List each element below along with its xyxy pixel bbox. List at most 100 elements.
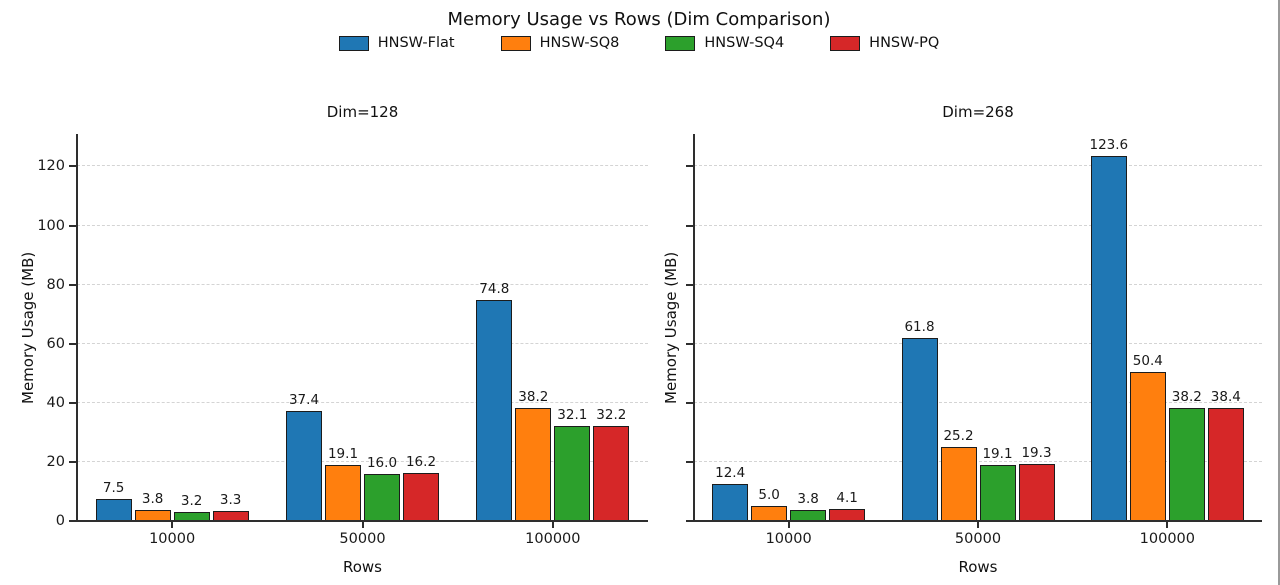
y-tick-mark — [69, 460, 76, 463]
bar-hnsw-pq-100000 — [593, 425, 630, 521]
y-tick-label: 0 — [55, 513, 65, 529]
bar-hnsw-sq8-100000 — [1129, 372, 1166, 521]
x-tick-mark — [787, 521, 790, 528]
y-tick-label: 80 — [46, 276, 65, 293]
legend-label: HNSW-SQ4 — [704, 35, 785, 51]
bar-value-label: 3.8 — [797, 490, 819, 507]
y-tick-mark — [69, 224, 76, 227]
x-tick-label: 100000 — [525, 531, 581, 547]
bar-value-label: 7.5 — [102, 479, 125, 496]
y-tick-label: 40 — [46, 394, 65, 411]
bar-value-label: 25.2 — [943, 427, 974, 444]
gridline-y40 — [694, 401, 1262, 403]
bar-value-label: 74.8 — [479, 281, 510, 298]
x-tick-mark — [551, 521, 554, 528]
x-tick-mark — [977, 521, 979, 528]
bar-hnsw-sq8-100000 — [515, 408, 552, 521]
bar-value-label: 4.1 — [836, 489, 858, 506]
gridline-y20 — [694, 460, 1262, 462]
y-axis-spine — [693, 134, 695, 522]
bar-value-label: 32.1 — [557, 407, 588, 424]
bar-hnsw-sq4-50000 — [979, 464, 1016, 521]
legend-item: HNSW-SQ8 — [500, 35, 620, 51]
y-tick-label: 100 — [37, 217, 65, 234]
x-axis-spine — [76, 520, 648, 522]
bar-hnsw-flat-50000 — [901, 338, 938, 521]
subplot-title: Dim=268 — [942, 103, 1014, 121]
subplot-dim128: 0 20 40 60 80 100 120 10000 7.5 3.8 3.2 3.3 50000 37.… — [19, 103, 648, 576]
bar-hnsw-sq8-10000 — [751, 506, 788, 521]
y-tick-mark — [686, 401, 693, 404]
legend-item: HNSW-SQ4 — [665, 35, 784, 51]
legend-label: HNSW-SQ8 — [539, 35, 620, 51]
bar-value-label: 16.0 — [366, 454, 398, 471]
bar-value-label: 19.1 — [982, 445, 1013, 462]
y-tick-label: 120 — [37, 158, 65, 175]
bar-value-label: 37.4 — [288, 391, 320, 408]
y-tick-mark — [686, 520, 693, 522]
subplot-title: Dim=128 — [326, 103, 399, 121]
gridline-y100 — [694, 224, 1262, 226]
bar-value-label: 3.2 — [180, 492, 203, 509]
x-tick-mark — [171, 521, 174, 528]
bar-value-label: 38.2 — [1171, 389, 1202, 406]
legend-item: HNSW-PQ — [830, 35, 939, 51]
subplot-dim268: 10000 12.4 5.0 3.8 4.1 50000 61.8 25.2 19.1 19.3 1… — [662, 103, 1262, 576]
bar-value-label: 19.3 — [1021, 444, 1052, 461]
bar-hnsw-sq8-50000 — [940, 446, 977, 521]
bar-hnsw-sq4-50000 — [364, 473, 400, 521]
bar-hnsw-sq4-100000 — [554, 426, 591, 521]
gridline-y40 — [77, 401, 648, 403]
gridline-y120 — [694, 165, 1262, 167]
y-tick-mark — [686, 165, 693, 168]
legend-swatch-icon — [665, 35, 696, 51]
bar-value-label: 38.4 — [1210, 388, 1241, 405]
figure-title: Memory Usage vs Rows (Dim Comparison) — [447, 9, 831, 30]
x-tick-label: 10000 — [765, 531, 812, 547]
bar-value-label: 5.0 — [758, 487, 780, 504]
y-axis-label: Memory Usage (MB) — [662, 251, 680, 404]
legend-label: HNSW-Flat — [377, 35, 455, 51]
gridline-y100 — [77, 224, 648, 226]
bar-value-label: 61.8 — [904, 319, 935, 336]
bar-hnsw-flat-100000 — [476, 300, 513, 521]
x-axis-label: Rows — [958, 558, 998, 576]
legend-label: HNSW-PQ — [869, 35, 940, 51]
bar-hnsw-flat-100000 — [1090, 155, 1127, 521]
x-tick-label: 50000 — [339, 531, 386, 547]
y-axis-label: Memory Usage (MB) — [19, 251, 37, 404]
y-tick-mark — [686, 460, 693, 463]
y-tick-label: 20 — [46, 453, 65, 470]
bar-value-label: 19.1 — [327, 445, 359, 462]
x-tick-label: 50000 — [954, 531, 1002, 547]
x-axis-label: Rows — [342, 558, 382, 576]
y-tick-mark — [69, 401, 76, 404]
gridline-y20 — [77, 460, 648, 462]
legend-swatch-icon — [830, 35, 861, 51]
bar-hnsw-pq-50000 — [403, 473, 439, 521]
gridline-y80 — [694, 283, 1262, 285]
bar-hnsw-flat-10000 — [95, 498, 132, 521]
x-axis-spine — [693, 520, 1262, 522]
x-tick-mark — [1166, 521, 1169, 528]
bar-hnsw-flat-50000 — [286, 410, 322, 521]
bar-hnsw-sq4-100000 — [1168, 408, 1205, 521]
legend-swatch-icon — [500, 35, 531, 51]
y-tick-mark — [686, 224, 693, 227]
bar-value-label: 50.4 — [1132, 353, 1163, 370]
gridline-y60 — [77, 342, 648, 344]
bar-value-label: 3.3 — [219, 492, 242, 509]
x-tick-label: 100000 — [1139, 531, 1196, 547]
bar-hnsw-flat-10000 — [712, 484, 749, 521]
y-tick-mark — [69, 165, 76, 168]
y-tick-label: 60 — [46, 335, 65, 352]
y-tick-mark — [69, 342, 76, 345]
bar-value-label: 38.2 — [518, 389, 549, 406]
bar-value-label: 12.4 — [715, 465, 746, 482]
bar-hnsw-pq-50000 — [1018, 463, 1055, 521]
bar-value-label: 3.8 — [141, 490, 164, 507]
legend-item: HNSW-Flat — [338, 35, 455, 51]
y-axis-spine — [76, 134, 78, 522]
x-tick-label: 10000 — [149, 531, 196, 547]
